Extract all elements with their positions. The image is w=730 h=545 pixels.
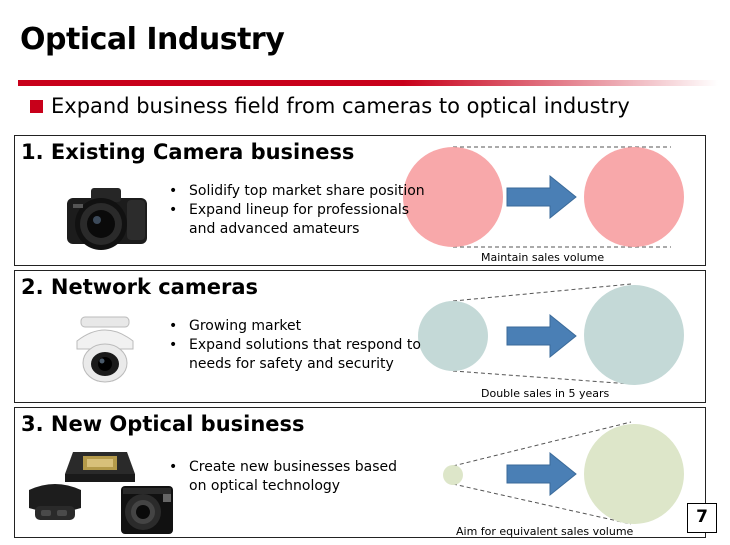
- title-divider: [18, 80, 718, 86]
- bullet-item: Solidify top market share position: [165, 182, 435, 201]
- growth-arrow-icon: [506, 313, 577, 359]
- sales-comparison-diagram: [443, 421, 684, 525]
- bullet-list: Create new businesses based on optical t…: [165, 458, 415, 496]
- dome-network-camera-icon: [76, 316, 134, 383]
- bullet-list: Solidify top market share position Expan…: [165, 182, 435, 239]
- diagram-caption: Aim for equivalent sales volume: [456, 525, 634, 538]
- bullet-item: Expand solutions that respond to needs f…: [165, 336, 437, 374]
- guide-line-top: [452, 421, 632, 467]
- target-sales-circle: [584, 424, 684, 524]
- guide-line-top: [452, 283, 632, 302]
- bullet-item: Growing market: [165, 317, 437, 336]
- growth-arrow-icon: [506, 451, 577, 497]
- bullet-list: Growing market Expand solutions that res…: [165, 317, 437, 374]
- current-sales-circle: [443, 465, 463, 485]
- industrial-camera-icon: [121, 486, 173, 534]
- section-new-optical: 3. New Optical business Create new busin…: [14, 407, 706, 538]
- headset-device-icon: [29, 484, 81, 520]
- target-sales-circle: [584, 285, 684, 385]
- page-title: Optical Industry: [20, 22, 285, 57]
- section-network-cameras: 2. Network cameras Growing market Expand…: [14, 270, 706, 403]
- page-number: 7: [687, 503, 717, 533]
- sales-comparison-diagram: [418, 283, 684, 385]
- subtitle: Expand business field from cameras to op…: [30, 94, 630, 118]
- subtitle-text: Expand business field from cameras to op…: [51, 94, 630, 118]
- diagram-caption: Double sales in 5 years: [481, 387, 610, 400]
- bullet-item: Create new businesses based on optical t…: [165, 458, 415, 496]
- section-existing-camera: 1. Existing Camera business Solidify top…: [14, 135, 706, 266]
- guide-line-bottom: [452, 370, 632, 385]
- growth-arrow-icon: [506, 174, 577, 220]
- guide-line-bottom: [452, 483, 632, 525]
- bullet-item: Expand lineup for professionals and adva…: [165, 201, 435, 239]
- optical-devices-icon: [29, 452, 173, 534]
- red-square-bullet-icon: [30, 99, 43, 113]
- sensor-module-icon: [65, 452, 135, 482]
- target-sales-circle: [584, 147, 684, 247]
- section-title: 1. Existing Camera business: [21, 140, 355, 164]
- mirrorless-camera-icon: [67, 188, 147, 250]
- section-title: 3. New Optical business: [21, 412, 305, 436]
- section-title: 2. Network cameras: [21, 275, 258, 299]
- diagram-caption: Maintain sales volume: [481, 251, 605, 264]
